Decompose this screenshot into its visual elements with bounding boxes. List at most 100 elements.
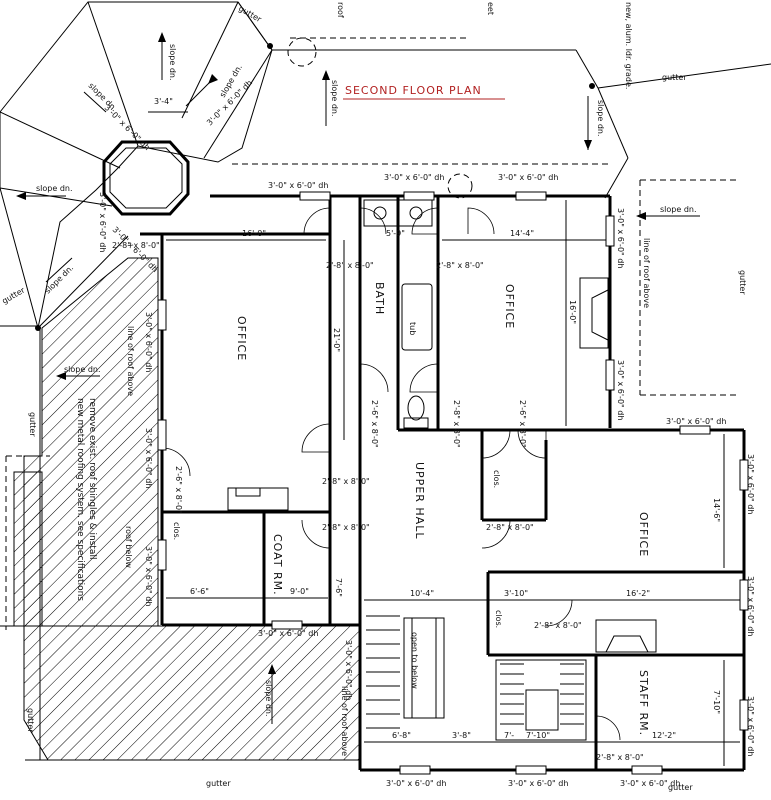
reroof-hatch [13,257,361,761]
slope-arrows [16,32,700,724]
note-roof-top-cut: roof [336,2,345,18]
door-swing [359,207,387,235]
door-label-7: 2'-8" x 8'-0" [322,477,370,486]
dim-14-6: 14'-6" [712,498,721,522]
window-label-8: 3'-0" x 6'-0" dh [746,576,755,636]
note-clos-mid: clos. [492,470,501,488]
stair-treads [366,615,584,729]
window-mark [631,765,663,775]
note-tub: tub [408,322,417,335]
window-label-5: 3'-0" x 6'-0" dh [616,360,625,420]
window-mark [299,191,331,201]
door-label-10: 2'-8" x 8'-0" [534,621,582,630]
dim-16-0: 16'-0" [242,229,266,238]
note-line-roof-left: line of roof above [126,326,135,396]
door-swings [161,207,621,741]
door-label-3: 2'-6" x 8'-0" [370,400,379,448]
window-label-20: 3'-0" x 6'-0" dh [98,192,107,252]
window-label-12: 3'-0" x 6'-0" dh [620,779,680,788]
note-gutter-right: gutter [738,270,747,295]
slope-label-3: slope dn. [36,184,73,193]
window-label-2: 3'-0" x 6'-0" dh [384,173,444,182]
note-gutter-top-right: gutter [662,73,687,82]
door-swing [301,423,331,453]
note-line-roof-bottom: line of roof above [340,686,349,756]
slope-label-6: slope dn. [64,365,101,374]
note-gutter-bottom-right: gutter [668,783,693,792]
dim-7-10v: 7'-10" [712,690,721,714]
room-office-left: OFFICE [235,316,248,361]
note-reroof-2: new metal roofing system. see specificat… [75,398,85,601]
door-label-11: 2'-8" x 8'-0" [596,753,644,762]
door-swing [359,363,389,393]
slope-label-7: slope dn. [264,680,273,717]
window-mark [271,620,303,630]
door-label-5: 2'-6" x 8'-0" [518,400,527,448]
dim-7-10: 7'-10" [526,731,550,740]
window-mark [605,215,615,247]
window-label-17: 3'-0" x 6'-0" dh [344,640,353,700]
door-label-8: 2'-8" x 8'-0" [322,523,370,532]
note-reroof-1: remove exist. roof shingles & install [87,398,97,559]
window-mark [739,579,749,611]
door-swing [303,207,331,235]
window-mark [399,765,431,775]
note-downspout: new, alum. ldr. grade. [624,2,633,89]
window-label-7: 3'-0" x 6'-0" dh [746,454,755,514]
door-label-12: 2'-8" x 8'-0" [112,241,160,250]
slope-label-5: slope dn. [596,100,605,137]
room-coat: COAT RM. [271,534,284,596]
window-mark [515,765,547,775]
note-clos-left: clos. [172,522,181,540]
note-gutter-top: gutter [237,4,263,24]
note-open-below: open to below [410,632,419,689]
door-label-1: 2'-8" x 8'-0" [326,261,374,270]
door-swing [481,429,511,459]
slope-label-1: slope dn. [168,44,177,81]
window-mark [739,699,749,731]
dim-7p: 7'- [504,731,514,740]
window-mark [403,191,435,201]
door-label-4: 2'-8" x 8'-0" [452,400,461,448]
room-office-right: OFFICE [637,512,650,557]
door-swing [545,599,573,627]
dim-12-2: 12'-2" [652,731,676,740]
window-label-3: 3'-0" x 6'-0" dh [498,173,558,182]
dim-6-6: 6'-6" [190,587,209,596]
door-swing [467,207,495,235]
window-mark [739,459,749,491]
dim-5-9: 5'-9" [386,229,405,238]
window-mark [515,191,547,201]
door-swing [409,363,439,393]
window-label-4: 3'-0" x 6'-0" dh [616,208,625,268]
door-swing [411,207,439,235]
window-mark [679,425,711,435]
note-gutter-left-2: gutter [26,708,35,733]
door-swing [301,519,331,549]
dim-10-4: 10'-4" [410,589,434,598]
dim-16-0v: 16'-0" [568,300,577,324]
note-eet-cut: eet [486,2,495,15]
window-label-9: 3'-0" x 6'-0" dh [746,696,755,756]
window-label-11: 3'-0" x 6'-0" dh [508,779,568,788]
room-upper-hall: UPPER HALL [413,462,426,539]
door-swing [481,519,511,549]
slope-label-4: slope dn. [660,205,697,214]
dim-14-4: 14'-4" [510,229,534,238]
window-label-1: 3'-0" x 6'-0" dh [268,181,328,190]
note-roof-below: roof below [124,526,133,568]
dim-3-4: 3'-4" [154,97,173,106]
fixtures [227,199,657,741]
plan-title: SECOND FLOOR PLAN [345,84,482,97]
note-clos-right: clos. [494,610,503,628]
note-gutter-far-left: gutter [1,285,27,305]
octagon-bay [102,111,190,216]
window-mark [157,419,167,451]
window-mark [605,359,615,391]
door-swing [517,429,547,459]
window-mark [157,539,167,571]
dim-9-0: 9'-0" [290,587,309,596]
dim-16-2: 16'-2" [626,589,650,598]
